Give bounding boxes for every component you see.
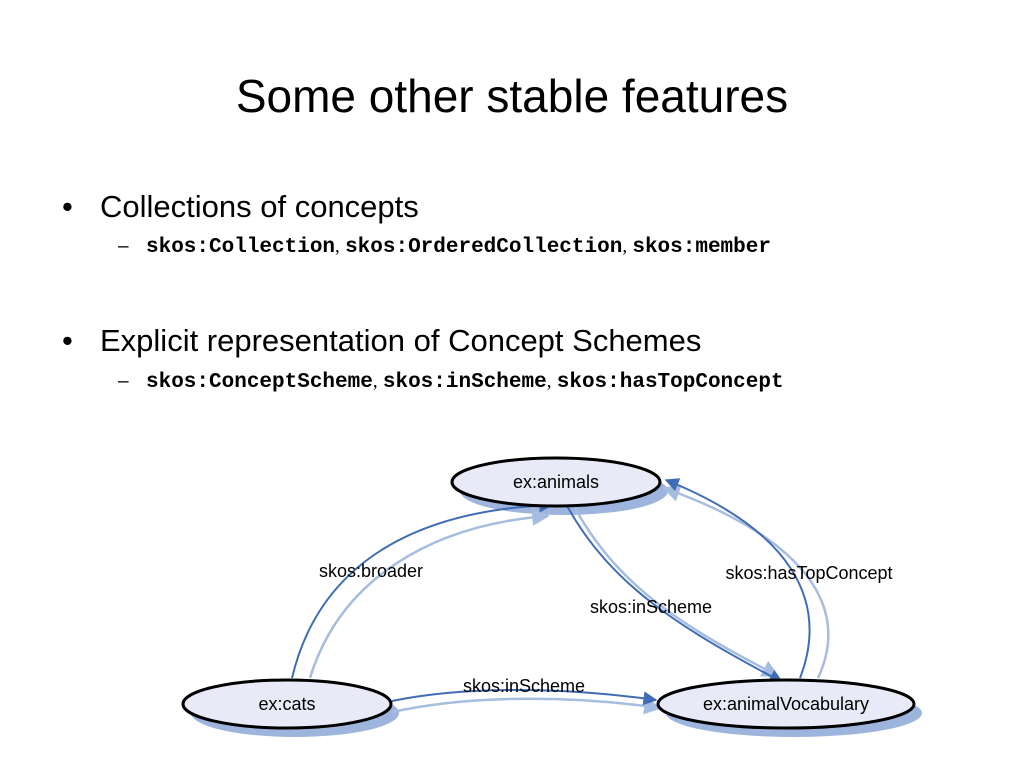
edge-broader-dark — [291, 498, 554, 679]
bullet-concept-schemes: • Explicit representation of Concept Sche… — [62, 322, 701, 360]
node-label-cats: ex:cats — [258, 694, 315, 714]
term-separator: , — [546, 371, 552, 392]
node-vocabulary — [656, 678, 916, 730]
edge-label-inscheme-animals: skos:inScheme — [590, 597, 712, 617]
term-in-scheme: skos:inScheme — [382, 371, 547, 394]
edge-has-top-concept-dark — [664, 478, 811, 679]
slide-title: Some other stable features — [235, 70, 789, 122]
bullet-dot: • — [62, 189, 73, 224]
node-label-vocabulary: ex:animalVocabulary — [703, 694, 869, 714]
term-separator: , — [372, 371, 378, 392]
edge-label-inscheme-cats: skos:inScheme — [463, 676, 585, 696]
edge-inscheme-animals-light — [573, 507, 780, 678]
term-member: skos:member — [632, 236, 771, 259]
edge-label-has-top-concept: skos:hasTopConcept — [725, 563, 892, 583]
bullet-text: Collections of concepts — [100, 189, 419, 224]
term-collection: skos:Collection — [146, 236, 336, 259]
term-has-top-concept: skos:hasTopConcept — [556, 371, 784, 394]
term-separator: , — [622, 236, 628, 257]
term-ordered-collection: skos:OrderedCollection — [345, 236, 623, 259]
sub-bullet-dash: – — [118, 236, 129, 257]
edge-has-top-concept-light — [662, 485, 830, 679]
bullet-text: Explicit representation of Concept Schem… — [100, 323, 702, 358]
sub-bullet-dash: – — [118, 371, 129, 392]
bullet-collections: • Collections of concepts — [62, 188, 419, 226]
edge-inscheme-animals-dark — [565, 503, 784, 683]
edge-inscheme-cats-light — [391, 697, 662, 715]
edge-label-broader: skos:broader — [319, 561, 423, 581]
bullet-dot: • — [62, 323, 73, 358]
node-cats — [181, 678, 393, 730]
sub-bullet-scheme-terms: –skos:ConceptScheme, skos:inScheme, skos… — [118, 369, 784, 396]
term-separator: , — [335, 236, 340, 257]
term-concept-scheme: skos:ConceptScheme — [146, 371, 373, 394]
node-animals — [450, 456, 662, 508]
edge-inscheme-cats-dark — [391, 688, 658, 706]
edge-broader-light — [308, 508, 550, 679]
sub-bullet-collection-terms: –skos:Collection, skos:OrderedCollection… — [118, 234, 771, 261]
node-label-animals: ex:animals — [513, 472, 599, 492]
